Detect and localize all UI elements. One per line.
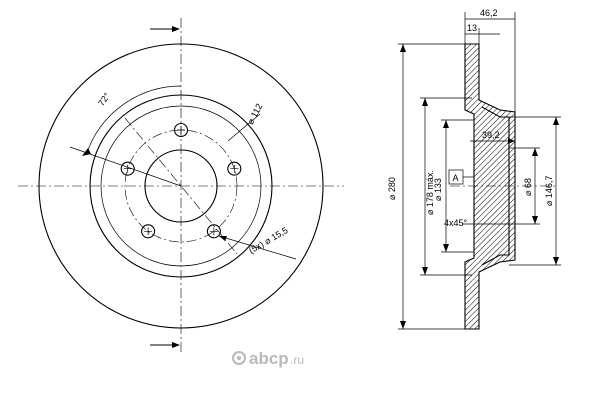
hat-depth-label: 39,2 — [482, 130, 500, 140]
bolt-circle-label: ⌀ 112 — [245, 102, 264, 126]
bolt-hole — [173, 122, 189, 138]
bolt-hole — [227, 161, 242, 176]
center-bore-label: ⌀ 68 — [523, 178, 533, 196]
rim-diameter-label: ⌀ 178 máx. — [425, 170, 435, 215]
overall-thickness-label: 46,2 — [480, 8, 498, 18]
overall-dim-arrow-top — [400, 44, 406, 52]
bore-outer-label: ⌀ 146,7 — [544, 176, 554, 206]
overall-dim-arrow-bottom — [400, 321, 406, 329]
center-bore — [144, 149, 218, 223]
bolt-hole-centermarks — [123, 126, 239, 236]
bore-dim-arrow-top — [532, 148, 538, 156]
watermark-logo-icon — [232, 351, 246, 365]
bolt-circle — [124, 129, 238, 243]
section-view: 46,2 13 39,2 ⌀ 280 ⌀ 178 máx. ⌀ 133 A — [387, 8, 561, 330]
bolt-hole — [141, 224, 156, 239]
datum-label: A — [453, 173, 459, 183]
angle-label: 72° — [96, 91, 112, 108]
bolt-holes — [120, 122, 242, 239]
disc-outer-edge — [38, 43, 324, 329]
hole-leader-arrow — [219, 236, 227, 241]
hat-depth-arrow — [508, 138, 515, 144]
hat-diameter-label: ⌀ 133 — [433, 178, 443, 201]
section-arrowhead-bottom — [172, 342, 180, 348]
bore-outer-arrow-bottom — [553, 257, 559, 265]
disc-thickness-label: 13 — [467, 23, 477, 33]
disc-section — [464, 43, 516, 330]
chamfer-label: 4x45° — [444, 218, 468, 228]
angle-arrow-1 — [82, 148, 91, 156]
front-view: 72° ⌀ 112 (5x) ⌀ 15,5 — [18, 18, 344, 352]
hat-inner-profile — [481, 106, 510, 266]
hat-outer-edge — [100, 105, 262, 267]
hat-dim-arrow-bottom — [443, 244, 449, 252]
disc-inner-edge — [89, 94, 273, 278]
bore-outer-arrow-top — [553, 117, 559, 125]
rim-dim-arrow-bottom — [422, 267, 428, 275]
watermark-logo-dot — [237, 356, 241, 360]
bore-dim-arrow-bottom — [532, 216, 538, 224]
overall-height-label: ⌀ 280 — [387, 177, 397, 200]
hat-dim-arrow-top — [443, 120, 449, 128]
bolt-hole — [206, 224, 221, 239]
watermark-brand: abcp — [249, 349, 289, 368]
watermark: abcp .ru — [232, 349, 304, 368]
front-diagonal-centerline — [124, 117, 238, 255]
section-arrowhead-top — [172, 26, 180, 32]
angle-dimension-arc — [86, 85, 182, 153]
watermark-domain: .ru — [290, 353, 304, 367]
hole-leader — [218, 235, 297, 260]
bolt-hole — [120, 161, 135, 176]
bolt-circle-leader — [227, 113, 261, 142]
rim-dim-arrow-top — [422, 98, 428, 106]
